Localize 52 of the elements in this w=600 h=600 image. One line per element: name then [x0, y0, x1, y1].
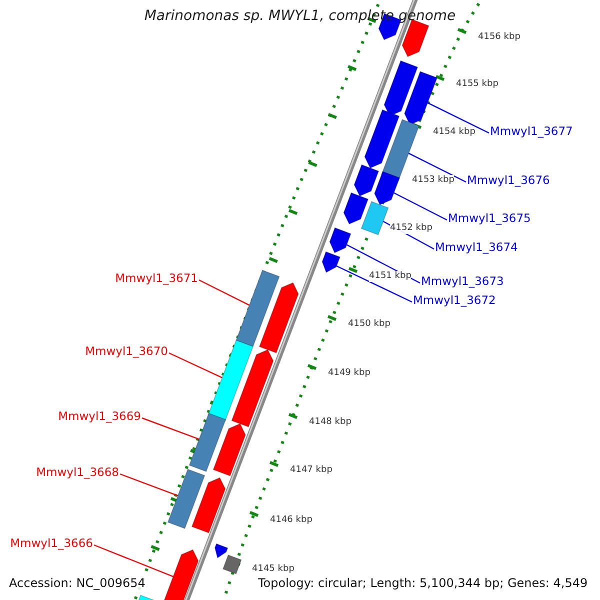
gene-label: Mmwyl1_3669: [58, 409, 141, 423]
leader-line: [198, 279, 250, 306]
gene-feature: [191, 477, 226, 534]
gene-label: Mmwyl1_3676: [467, 173, 550, 187]
scale-label: 4152 kbp: [390, 223, 432, 234]
scale-label: 4150 kbp: [348, 319, 390, 330]
gene-label: Mmwyl1_3673: [421, 274, 504, 288]
leader-line: [408, 152, 466, 183]
leader-line: [336, 265, 412, 303]
gene-feature: [354, 164, 380, 197]
gene-label: Mmwyl1_3671: [115, 271, 198, 285]
scale-label: 4146 kbp: [270, 515, 312, 526]
gene-feature: [161, 549, 199, 600]
scale-label: 4145 kbp: [252, 564, 294, 575]
gene-label: Mmwyl1_3672: [413, 293, 496, 307]
gene-feature: [384, 60, 418, 117]
gene-feature: [322, 251, 341, 273]
gene-feature: [258, 282, 299, 354]
gene-feature: [167, 468, 206, 530]
genome-stats-text: Topology: circular; Length: 5,100,344 bp; Genes: 4,549: [258, 575, 588, 591]
gene-feature: [214, 543, 228, 559]
gene-feature: [212, 423, 246, 476]
gene-label: Mmwyl1_3677: [490, 124, 573, 138]
leader-line: [168, 352, 222, 378]
gene-feature: [329, 227, 352, 254]
leader-line: [394, 192, 448, 221]
gene-label: Mmwyl1_3668: [36, 465, 119, 479]
scale-label: 4156 kbp: [478, 32, 520, 43]
scale-label: 4151 kbp: [369, 271, 412, 282]
gene-feature: [360, 200, 389, 236]
gene-feature: [236, 270, 280, 348]
gene-feature: [343, 192, 369, 225]
leader-line: [94, 544, 174, 578]
gene-feature: [374, 170, 400, 206]
gene-label: Mmwyl1_3674: [435, 240, 518, 254]
gene-feature: [404, 70, 438, 126]
leader-line: [427, 102, 490, 134]
gene-label: Mmwyl1_3670: [85, 344, 168, 358]
scale-label: 4147 kbp: [290, 465, 332, 476]
leader-line: [142, 417, 200, 440]
leader-line: [120, 473, 178, 496]
scale-label: 4154 kbp: [433, 127, 476, 138]
gene-feature: [231, 349, 274, 428]
scale-label: 4148 kbp: [309, 417, 352, 428]
gene-feature: [188, 412, 226, 472]
gene-feature: [222, 554, 242, 574]
scale-label: 4149 kbp: [328, 368, 370, 379]
scale-label: 4153 kbp: [412, 175, 454, 186]
gene-label: Mmwyl1_3675: [448, 211, 531, 225]
gene-label: Mmwyl1_3666: [10, 536, 93, 550]
accession-text: Accession: NC_009654: [9, 575, 146, 591]
scale-label: 4155 kbp: [456, 79, 498, 90]
